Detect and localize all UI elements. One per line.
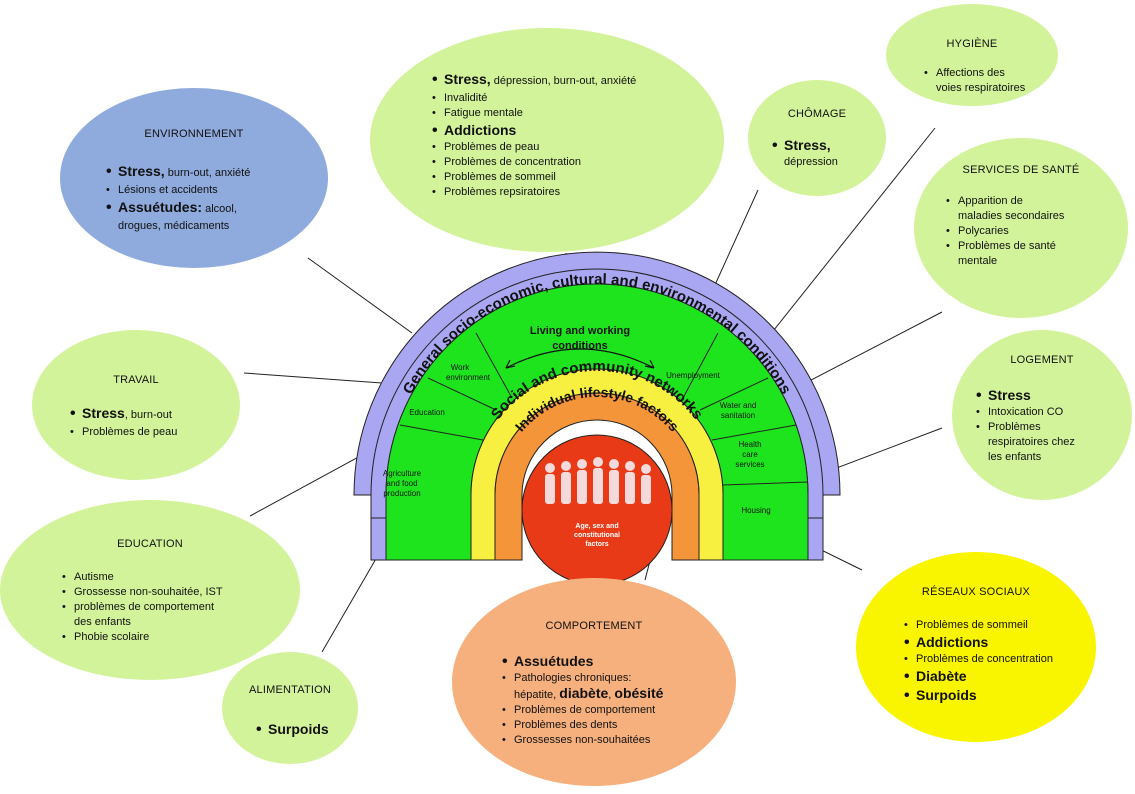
- bubble-center-top: Stress, dépression, burn-out, anxiétéInv…: [370, 28, 724, 252]
- list-item: Stress: [976, 386, 1075, 405]
- list-item: Grossesse non-souhaitée, IST: [62, 585, 223, 600]
- list-item: Surpoids: [256, 720, 329, 739]
- sector-agriculture-2: and food: [386, 479, 417, 488]
- orange-band: [494, 392, 700, 561]
- bubble-title: COMPORTEMENT: [545, 620, 643, 632]
- bubble-list: Stress, dépression, burn-out, anxiétéInv…: [432, 70, 636, 200]
- core-label-1: Age, sex and: [575, 523, 618, 530]
- list-item: Problèmes de sommeil: [432, 170, 636, 185]
- bubble-title: TRAVAIL: [113, 374, 159, 386]
- sector-agriculture-3: production: [383, 489, 420, 498]
- bubble-list: Problèmes de sommeilAddictionsProblèmes …: [904, 618, 1053, 705]
- living-conditions-label-1: Living and working: [530, 325, 630, 337]
- sector-health-2: care: [742, 450, 758, 459]
- bubble-list: Assuétudes Pathologies chroniques: hépat…: [502, 652, 663, 748]
- list-item: Problèmes des dents: [502, 718, 663, 733]
- list-item: Pathologies chroniques: hépatite, diabèt…: [502, 671, 663, 703]
- bubble-title: ALIMENTATION: [248, 684, 332, 696]
- sector-housing: Housing: [741, 506, 770, 515]
- double-arrow-icon: [505, 348, 655, 369]
- list-item: Stress, burn-out: [70, 404, 177, 425]
- sector-dividers: [399, 332, 809, 486]
- list-item: Autisme: [62, 570, 223, 585]
- sector-health-3: services: [735, 460, 764, 469]
- list-item: Phobie scolaire: [62, 630, 223, 645]
- bubble-travail: TRAVAIL Stress, burn-outProblèmes de pea…: [32, 330, 240, 480]
- list-item: Fatigue mentale: [432, 106, 636, 121]
- bubble-title: EDUCATION: [117, 538, 183, 550]
- bubble-list: Stress, burn-out, anxiétéLésions et acci…: [106, 162, 250, 234]
- core-label-2: constitutional: [574, 532, 620, 539]
- list-item: Surpoids: [904, 686, 1053, 705]
- sector-education: Education: [409, 408, 445, 417]
- list-item: Problèmes de concentration: [904, 652, 1053, 667]
- bubble-title: CHÔMAGE: [787, 108, 847, 120]
- sector-health-1: Health: [738, 440, 761, 449]
- bubble-alimentation: ALIMENTATION Surpoids: [222, 652, 358, 764]
- list-item: Problèmes de comportement: [502, 703, 663, 718]
- core-circle: [521, 434, 673, 586]
- list-item: Stress, burn-out, anxiété: [106, 162, 250, 183]
- living-conditions-label-2: conditions: [552, 340, 608, 352]
- list-item: Problèmes de peau: [432, 140, 636, 155]
- bubble-reseaux-sociaux: RÉSEAUX SOCIAUX Problèmes de sommeilAddi…: [856, 552, 1096, 742]
- bubble-education: EDUCATION AutismeGrossesse non-souhaitée…: [0, 500, 300, 680]
- list-item: Addictions: [432, 121, 636, 140]
- list-item: Stress, dépression, burn-out, anxiété: [432, 70, 636, 91]
- sector-unemployment: Unemployment: [666, 371, 721, 380]
- people-icon: [545, 457, 651, 504]
- line-environnement: [307, 257, 413, 334]
- bubble-list: StressIntoxication COProblèmesrespiratoi…: [976, 386, 1075, 465]
- list-item: Problèmes repsiratoires: [432, 185, 636, 200]
- list-item: Stress,dépression: [772, 136, 838, 170]
- sector-water-2: sanitation: [721, 411, 755, 420]
- list-item: Invalidité: [432, 91, 636, 106]
- list-item: Assuétudes: alcool,drogues, médicaments: [106, 198, 250, 234]
- bubble-logement: LOGEMENT StressIntoxication COProblèmesr…: [952, 330, 1132, 500]
- list-item: Lésions et accidents: [106, 183, 250, 198]
- sector-work-2: environment: [446, 373, 491, 382]
- bubble-title: SERVICES DE SANTÉ: [962, 164, 1080, 176]
- bubble-title: HYGIÈNE: [946, 38, 998, 50]
- connector-lines: [243, 127, 943, 653]
- sector-work-1: Work: [451, 363, 471, 372]
- bubble-title: LOGEMENT: [1010, 354, 1074, 366]
- list-item: Intoxication CO: [976, 405, 1075, 420]
- bubble-environnement: ENVIRONNEMENT Stress, burn-out, anxiétéL…: [60, 88, 328, 268]
- list-item: Problèmes de concentration: [432, 155, 636, 170]
- line-hygiene: [745, 127, 936, 366]
- bubble-title: ENVIRONNEMENT: [144, 128, 244, 140]
- list-item: Assuétudes: [502, 652, 663, 671]
- list-item: Problèmes de peau: [70, 425, 177, 440]
- sector-water-1: Water and: [720, 401, 757, 410]
- core-label-3: factors: [585, 541, 608, 548]
- bubble-comportement: COMPORTEMENT Assuétudes Pathologies chro…: [452, 578, 736, 786]
- bubble-list: AutismeGrossesse non-souhaitée, ISTprobl…: [62, 570, 223, 645]
- bubble-list: Surpoids: [256, 720, 329, 739]
- bubble-chomage: CHÔMAGE Stress,dépression: [748, 80, 886, 196]
- list-item: Problèmes de sommeil: [904, 618, 1053, 633]
- sector-agriculture-1: Agriculture: [383, 469, 422, 478]
- list-item: Diabète: [904, 667, 1053, 686]
- bubble-services-sante: SERVICES DE SANTÉ Apparition demaladies …: [914, 138, 1128, 318]
- bubble-list: Stress, burn-outProblèmes de peau: [70, 404, 177, 440]
- bubble-list: Stress,dépression: [772, 136, 838, 170]
- list-item: Grossesses non-souhaitées: [502, 733, 663, 748]
- bubble-title: RÉSEAUX SOCIAUX: [921, 586, 1031, 598]
- chronic-line: hépatite, diabète, obésité: [514, 685, 664, 702]
- list-item: Polycaries: [946, 224, 1064, 239]
- list-item: Addictions: [904, 633, 1053, 652]
